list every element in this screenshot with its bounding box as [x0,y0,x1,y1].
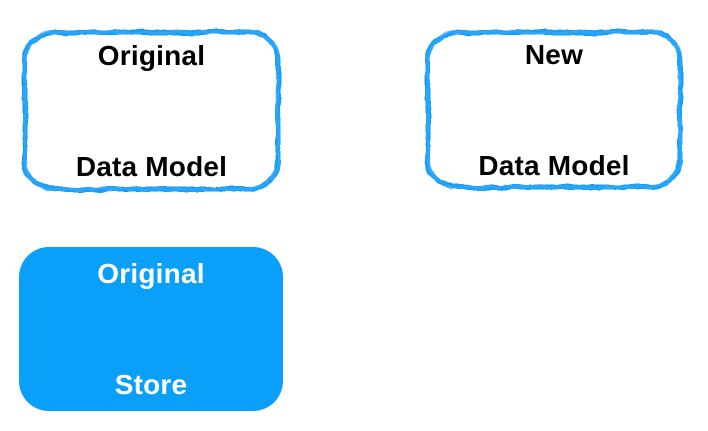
node-label: Original Store [97,181,204,431]
node-label-line: Original [97,258,205,289]
node-new-data-model: New Data Model [421,25,687,194]
node-label-line: Data Model [478,149,630,181]
node-label-line: Store [114,369,188,400]
node-label: New Data Model [478,0,629,258]
node-label-line: New [524,38,584,70]
node-label-line: Data Model [75,150,228,182]
node-label-line: Original [97,39,206,71]
node-original-store: Original Store [19,247,283,411]
node-original-data-model: Original Data Model [18,25,285,196]
